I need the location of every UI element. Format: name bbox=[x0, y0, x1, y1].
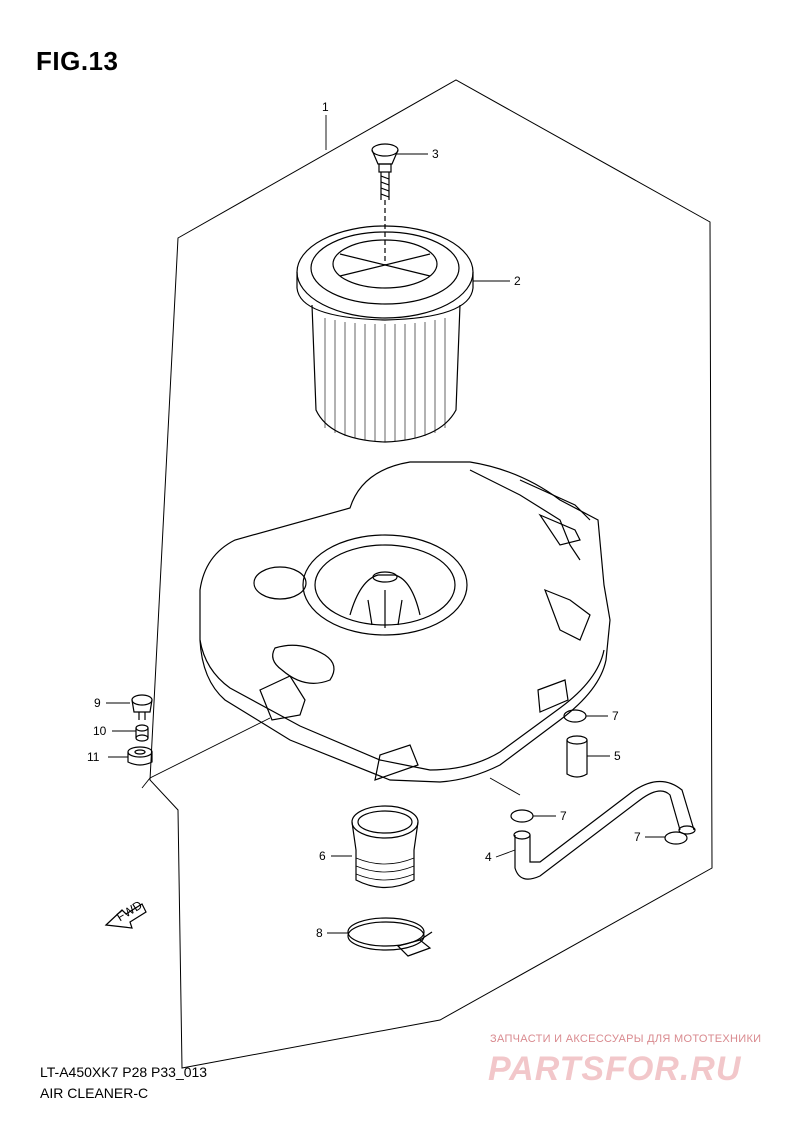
fwd-arrow-icon: FWD bbox=[104, 898, 147, 929]
wing-screw bbox=[371, 143, 399, 200]
clamp-7-middle bbox=[510, 809, 534, 823]
filter-element bbox=[296, 225, 474, 443]
callout-11: 11 bbox=[87, 750, 100, 764]
band-clamp bbox=[347, 917, 433, 957]
figure-title: FIG.13 bbox=[36, 46, 119, 76]
mount-bolt bbox=[131, 694, 153, 720]
callout-7-middle: 7 bbox=[560, 809, 567, 823]
mount-grommet bbox=[127, 746, 153, 766]
callout-1: 1 bbox=[322, 100, 329, 114]
short-hose bbox=[566, 735, 588, 778]
drain-hose bbox=[513, 780, 696, 880]
callout-6: 6 bbox=[319, 849, 326, 863]
callout-10: 10 bbox=[93, 724, 107, 738]
callout-5: 5 bbox=[614, 749, 621, 763]
mount-collar bbox=[135, 724, 149, 742]
callout-4: 4 bbox=[485, 850, 492, 864]
callout-9: 9 bbox=[94, 696, 101, 710]
callout-7-upper: 7 bbox=[612, 709, 619, 723]
intake-boot bbox=[351, 805, 419, 889]
callout-3: 3 bbox=[432, 147, 439, 161]
watermark-tagline: ЗАПЧАСТИ И АКСЕССУАРЫ ДЛЯ МОТОТЕХНИКИ bbox=[490, 1033, 762, 1045]
mount-leader-bottom bbox=[489, 777, 521, 796]
mount-leader-left bbox=[141, 717, 271, 789]
assembly-outline bbox=[149, 79, 713, 1069]
callout-leaders bbox=[106, 115, 665, 934]
callout-2: 2 bbox=[514, 274, 521, 288]
section-name: AIR CLEANER-C bbox=[40, 1085, 149, 1101]
watermark-brand: PARTSFOR.RU bbox=[488, 1050, 742, 1088]
callout-8: 8 bbox=[316, 926, 323, 940]
clamp-7-right bbox=[664, 831, 688, 845]
model-code: LT-A450XK7 P28 P33_013 bbox=[40, 1064, 208, 1080]
air-cleaner-case bbox=[199, 461, 611, 783]
clamp-7-upper bbox=[563, 709, 587, 723]
callout-7-right: 7 bbox=[634, 830, 641, 844]
